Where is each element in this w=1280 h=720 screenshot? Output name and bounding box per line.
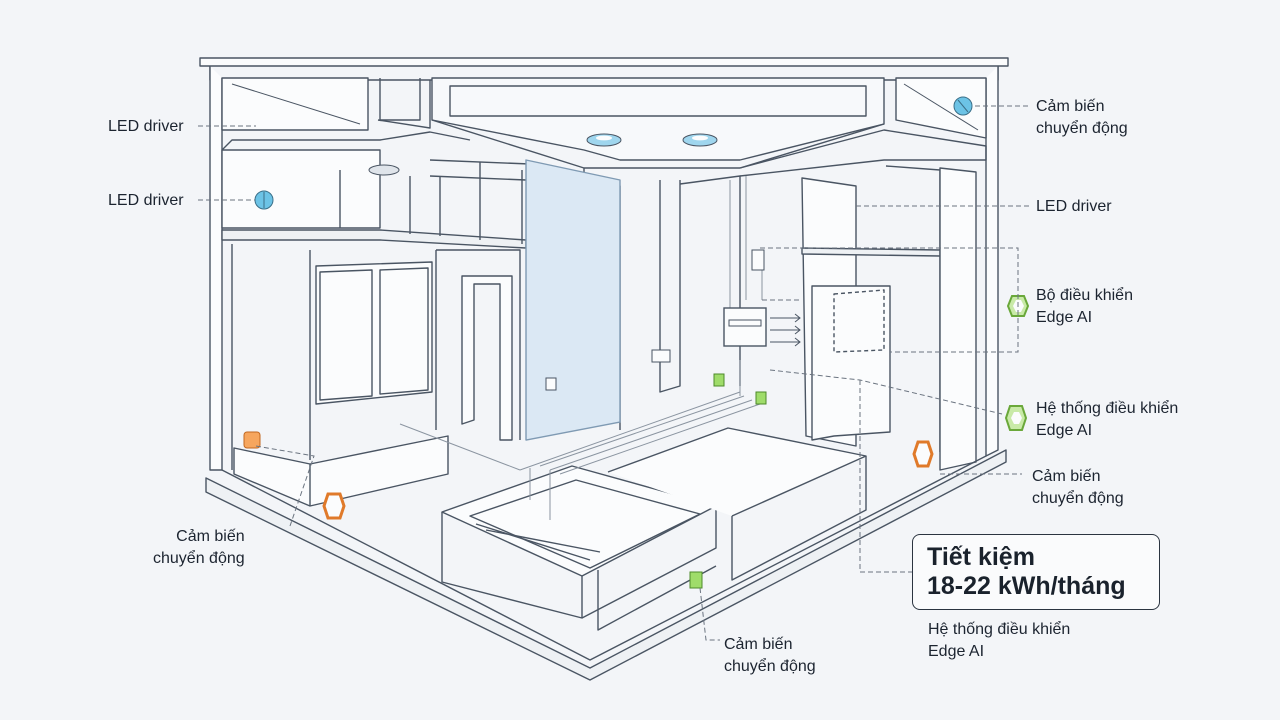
ceiling-light-3 [368,164,400,176]
savings-callout: Tiết kiệm 18-22 kWh/tháng [912,534,1160,610]
green-device-icon-3 [689,571,703,589]
edge-ai-controller-box [723,307,801,347]
orange-sensor-icon-3 [912,440,934,468]
motion-sensor-blue-left-icon [254,190,274,210]
label-edge-ai-controller: Bộ điều khiển Edge AI [1036,287,1133,326]
ceiling-tray [431,77,885,161]
green-device-icon-1 [713,373,725,387]
label-motion-sensor-top-right: Cảm biến chuyển động [1036,98,1128,137]
label-edge-ai-system-right: Hệ thống điều khiển Edge AI [1036,400,1179,439]
label-led-driver-mid-left: LED driver [108,192,184,209]
motion-sensor-blue-right-icon [953,96,973,116]
label-motion-sensor-bottom: Cảm biến chuyển động [724,636,816,675]
orange-sensor-icon-2 [322,492,346,520]
label-led-driver-top-left: LED driver [108,118,184,135]
floor-slab [205,449,1007,681]
glass-partition [525,159,621,441]
savings-line-1: Tiết kiệm [927,543,1035,571]
label-led-driver-right: LED driver [1036,198,1112,215]
label-motion-sensor-left: Cảm biến chuyển động [153,528,245,567]
ceiling-light-2 [682,133,718,147]
roof-slab [199,57,1009,67]
label-edge-ai-system-bottom: Hệ thống điều khiển Edge AI [928,621,1071,660]
right-wall [985,66,999,457]
leader-lines [198,105,1030,641]
window [315,261,433,405]
edge-ai-green-icon-2 [1004,405,1028,431]
right-panel [811,285,891,441]
savings-line-2: 18-22 kWh/tháng [927,572,1126,600]
door-left [461,275,513,441]
left-wall [209,66,223,471]
orange-sensor-icon-1 [243,431,261,449]
green-device-icon-2 [755,391,767,405]
label-motion-sensor-right: Cảm biến chuyển động [1032,468,1124,507]
ceiling-light-1 [586,133,622,147]
